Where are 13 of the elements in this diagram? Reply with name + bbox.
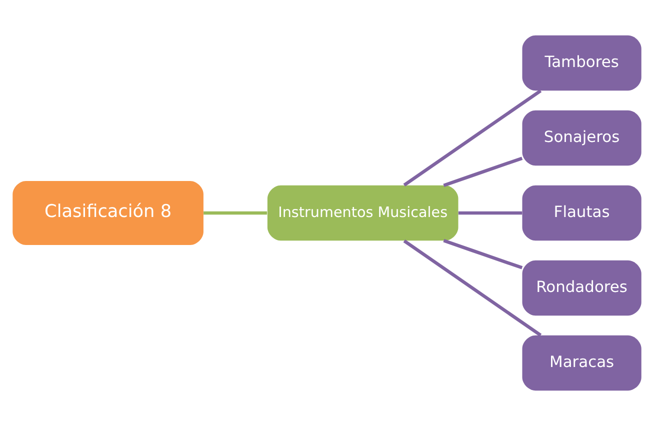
node-box: Maracas xyxy=(522,334,642,390)
node-box: Rondadores xyxy=(522,260,642,316)
node-box: Clasificación 8 xyxy=(12,180,204,244)
node-box: Tambores xyxy=(522,34,642,90)
node-box: Flautas xyxy=(522,184,642,240)
connector xyxy=(443,238,523,269)
node-box: Instrumentos Musicales xyxy=(267,184,458,240)
connector xyxy=(403,88,542,186)
connector xyxy=(403,239,542,336)
connector xyxy=(458,210,522,214)
node-box: Sonajeros xyxy=(522,110,642,166)
connector xyxy=(204,210,268,214)
connector xyxy=(443,156,523,186)
